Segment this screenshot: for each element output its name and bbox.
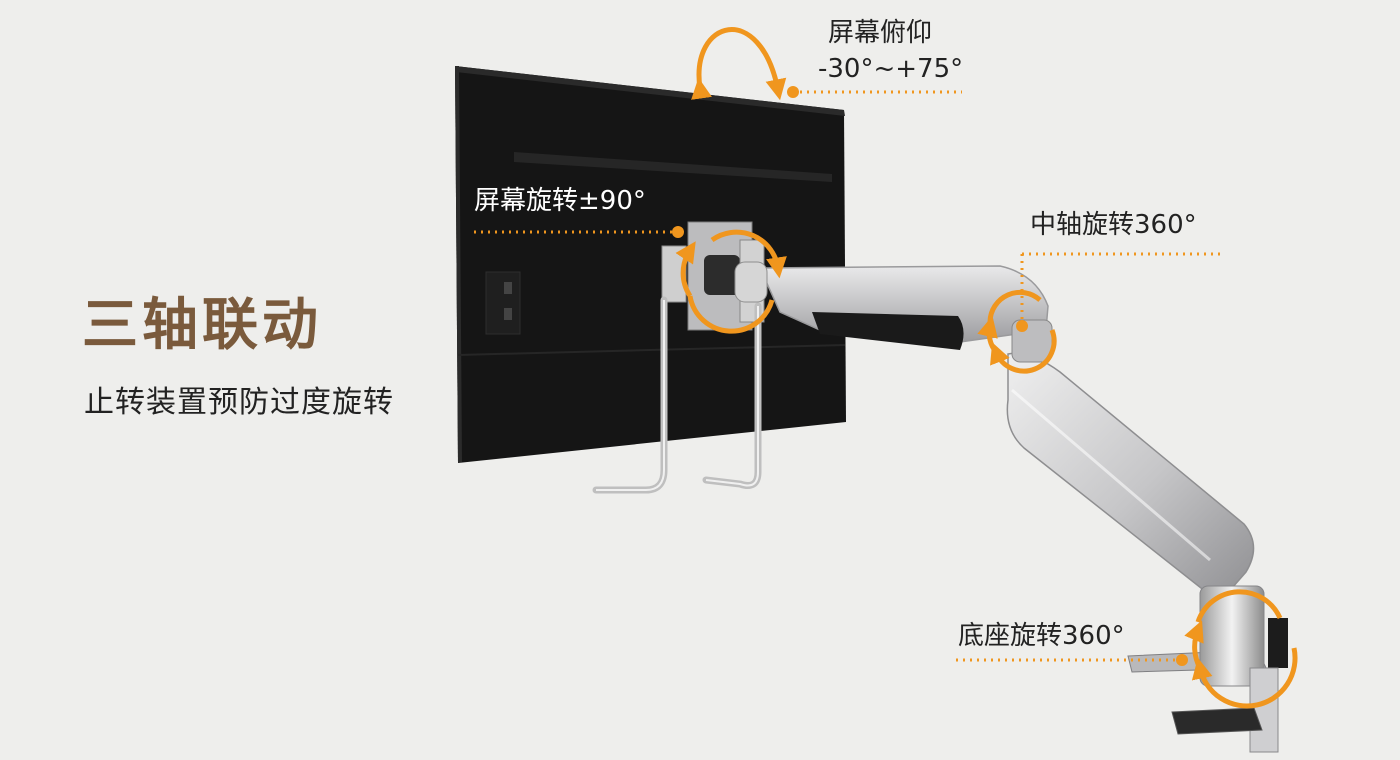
leader-mid-axis [1016, 252, 1224, 332]
tilt-arrow-icon [691, 27, 787, 101]
base-rotate-arrow-icon [1184, 589, 1298, 709]
screen-rotate-arrow-icon [675, 229, 787, 334]
base-rotate-label: 底座旋转360° [958, 621, 1125, 651]
tilt-label-range: -30°~+75° [818, 54, 964, 84]
screen-rotate-label: 屏幕旋转±90° [474, 186, 646, 216]
leader-base [956, 654, 1188, 666]
monitor [455, 66, 846, 463]
desk-clamp [1127, 585, 1288, 753]
tilt-label-title: 屏幕俯仰 [828, 18, 933, 48]
leader-tilt [787, 86, 962, 98]
mid-axis-label: 中轴旋转360° [1030, 210, 1197, 240]
subheadline: 止转装置预防过度旋转 [84, 385, 394, 420]
io-port-panel [485, 271, 521, 335]
headline: 三轴联动 [82, 293, 322, 358]
support-legs [592, 296, 762, 494]
mid-axis-rotate-arrow-icon [977, 289, 1057, 374]
vent-grille [514, 152, 832, 182]
leader-screen-rotate [474, 226, 684, 238]
upper-arm [734, 261, 1049, 350]
